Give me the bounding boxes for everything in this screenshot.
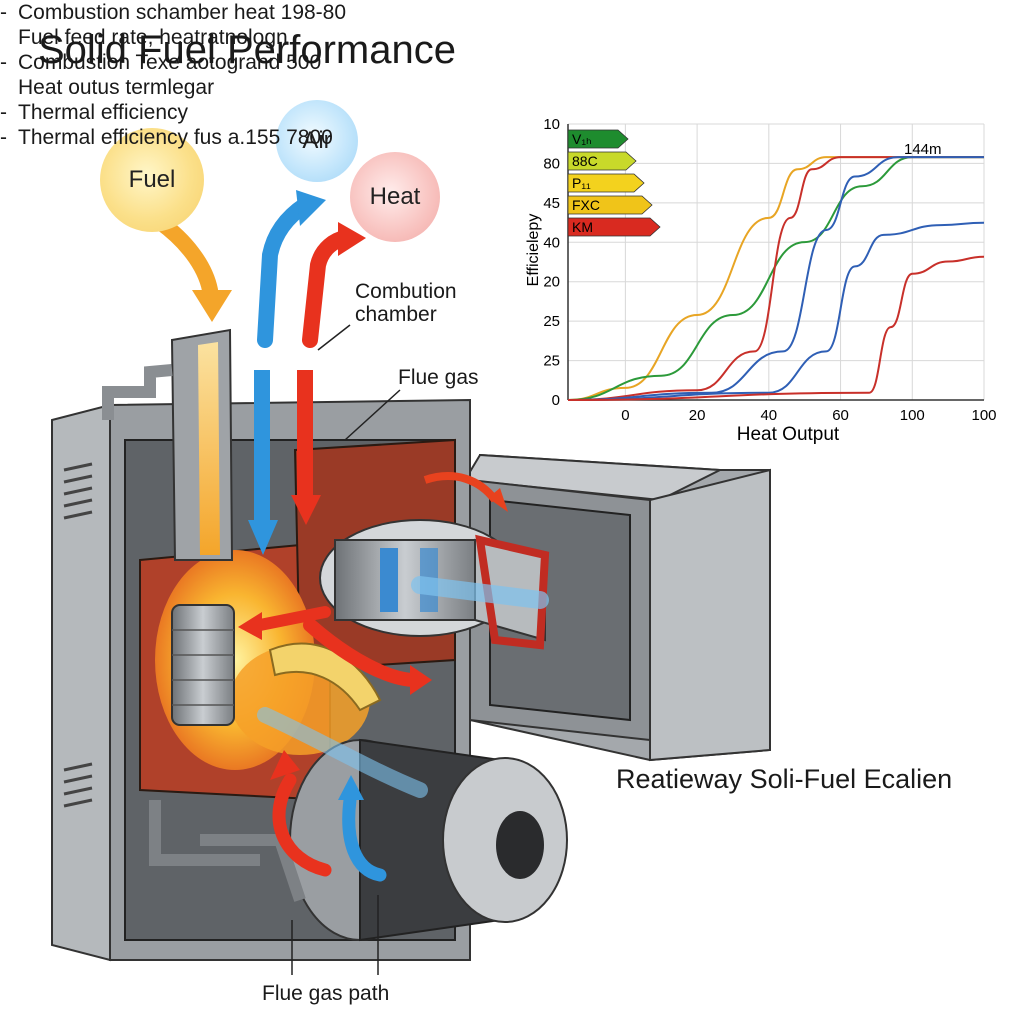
- info-item-text: Heat outus termlegar: [18, 76, 215, 99]
- loop-arrow-bottom: [270, 750, 387, 882]
- fuel-feed-pipe: [102, 328, 234, 561]
- chart-y-axis-label: Efficielepy: [525, 214, 542, 287]
- energy-label-bar: [567, 151, 637, 171]
- energy-label-text: 88C: [572, 153, 598, 169]
- heat-arrow-down: [291, 370, 321, 525]
- chart-annotation: 144m: [904, 141, 942, 158]
- energy-label-text: P₁₁: [572, 175, 591, 191]
- info-title: Reatieway Soli-Fuel Ecalien: [616, 764, 953, 794]
- y-tick-label: 40: [543, 234, 560, 251]
- combustion-label-line1: Combution: [355, 280, 457, 303]
- air-label: Air: [302, 127, 332, 154]
- fuel-label: Fuel: [128, 166, 176, 193]
- chart-y-tick-labels: 0 25 25 20 40 45 80 10: [543, 116, 560, 409]
- x-tick-label: 100: [900, 407, 925, 424]
- flue-gas-path-label: Flue gas path: [262, 982, 390, 1005]
- blower-motor: [289, 738, 568, 942]
- info-item-text: Thermal efficiency fus a.155 7800: [18, 126, 333, 149]
- chart-energy-labels: V₁ₕ 88C P₁₁ FXC KM: [567, 129, 661, 237]
- info-item-dash: -: [0, 1, 7, 24]
- series-line-3: [567, 156, 984, 401]
- y-tick-label: 25: [543, 353, 560, 370]
- page-title: Solid Fuel Performance: [38, 28, 456, 72]
- chart-series: [567, 156, 985, 401]
- info-item: -Combustion schamber heat 198-80: [0, 0, 1024, 25]
- x-tick-label: 20: [689, 407, 706, 424]
- air-arrow-up: [257, 190, 326, 348]
- info-item: Heat outus termlegar: [0, 75, 1024, 100]
- info-item-text: Fuel feed rate, heatratnologn: [18, 26, 288, 49]
- energy-label-bar: [567, 217, 661, 237]
- x-tick-label: 40: [760, 407, 777, 424]
- info-item-text: Combustion Texe aotogrand 500: [18, 51, 322, 74]
- flue-arrow-right: [303, 618, 432, 695]
- x-tick-label: 100: [971, 407, 996, 424]
- air-bubble: Air: [276, 100, 358, 182]
- info-item: -Thermal efficiency fus a.155 7800: [0, 125, 1024, 150]
- series-line-2: [567, 156, 984, 401]
- y-tick-label: 80: [543, 155, 560, 172]
- fuel-arrow: [152, 214, 232, 322]
- energy-label-bar: [567, 195, 653, 215]
- energy-label-text: V₁ₕ: [572, 131, 592, 147]
- info-item-dash: -: [0, 101, 7, 124]
- y-tick-label: 0: [552, 392, 560, 409]
- combustion-label-line2: chamber: [355, 303, 437, 326]
- energy-label-bar: [567, 129, 629, 149]
- info-item-text: Combustion schamber heat 198-80: [18, 1, 347, 24]
- chart-x-axis-label: Heat Output: [737, 424, 840, 445]
- series-line-4: [567, 156, 984, 401]
- energy-label-bar: [567, 173, 645, 193]
- y-tick-label: 10: [543, 116, 560, 133]
- x-tick-label: 0: [621, 407, 629, 424]
- air-stream: [257, 576, 549, 798]
- efficiency-chart: 0 25 25 20 40 45 80 10 0 20 40 60 100 100 V₁ₕ 88C P₁₁ F…: [525, 116, 997, 445]
- series-line-6: [567, 255, 985, 401]
- x-tick-label: 60: [832, 407, 849, 424]
- energy-label-text: KM: [572, 219, 593, 235]
- flue-gas-label: Flue gas: [398, 366, 479, 389]
- chart-x-tick-labels: 0 20 40 60 100 100: [621, 407, 996, 424]
- combustion-chamber-label: Combution chamber: [355, 280, 495, 326]
- fuel-cylinder: [171, 604, 235, 726]
- y-tick-label: 45: [543, 195, 560, 212]
- info-item-text: Thermal efficiency: [18, 101, 189, 124]
- air-arrow-down: [248, 370, 278, 555]
- flue-leader: [344, 389, 401, 441]
- series-line-1: [567, 156, 984, 401]
- energy-label-text: FXC: [572, 197, 600, 213]
- heat-label: Heat: [369, 183, 421, 210]
- y-tick-label: 25: [543, 313, 560, 330]
- heat-arrow-up: [302, 222, 366, 348]
- flue-arrow-left: [238, 606, 331, 640]
- small-arrow-right: [423, 472, 508, 512]
- series-line-5: [567, 221, 985, 401]
- y-tick-label: 20: [543, 274, 560, 291]
- info-item: -Thermal efficiency: [0, 100, 1024, 125]
- info-item: Fuel feed rate, heatratnologn: [0, 25, 1024, 50]
- info-item-dash: -: [0, 51, 7, 74]
- heat-bubble: Heat: [350, 152, 440, 242]
- info-item-dash: -: [0, 126, 7, 149]
- info-item: -Combustion Texe aotogrand 500: [0, 50, 1024, 75]
- comb-leader: [317, 324, 351, 351]
- fuel-bubble: Fuel: [100, 128, 204, 232]
